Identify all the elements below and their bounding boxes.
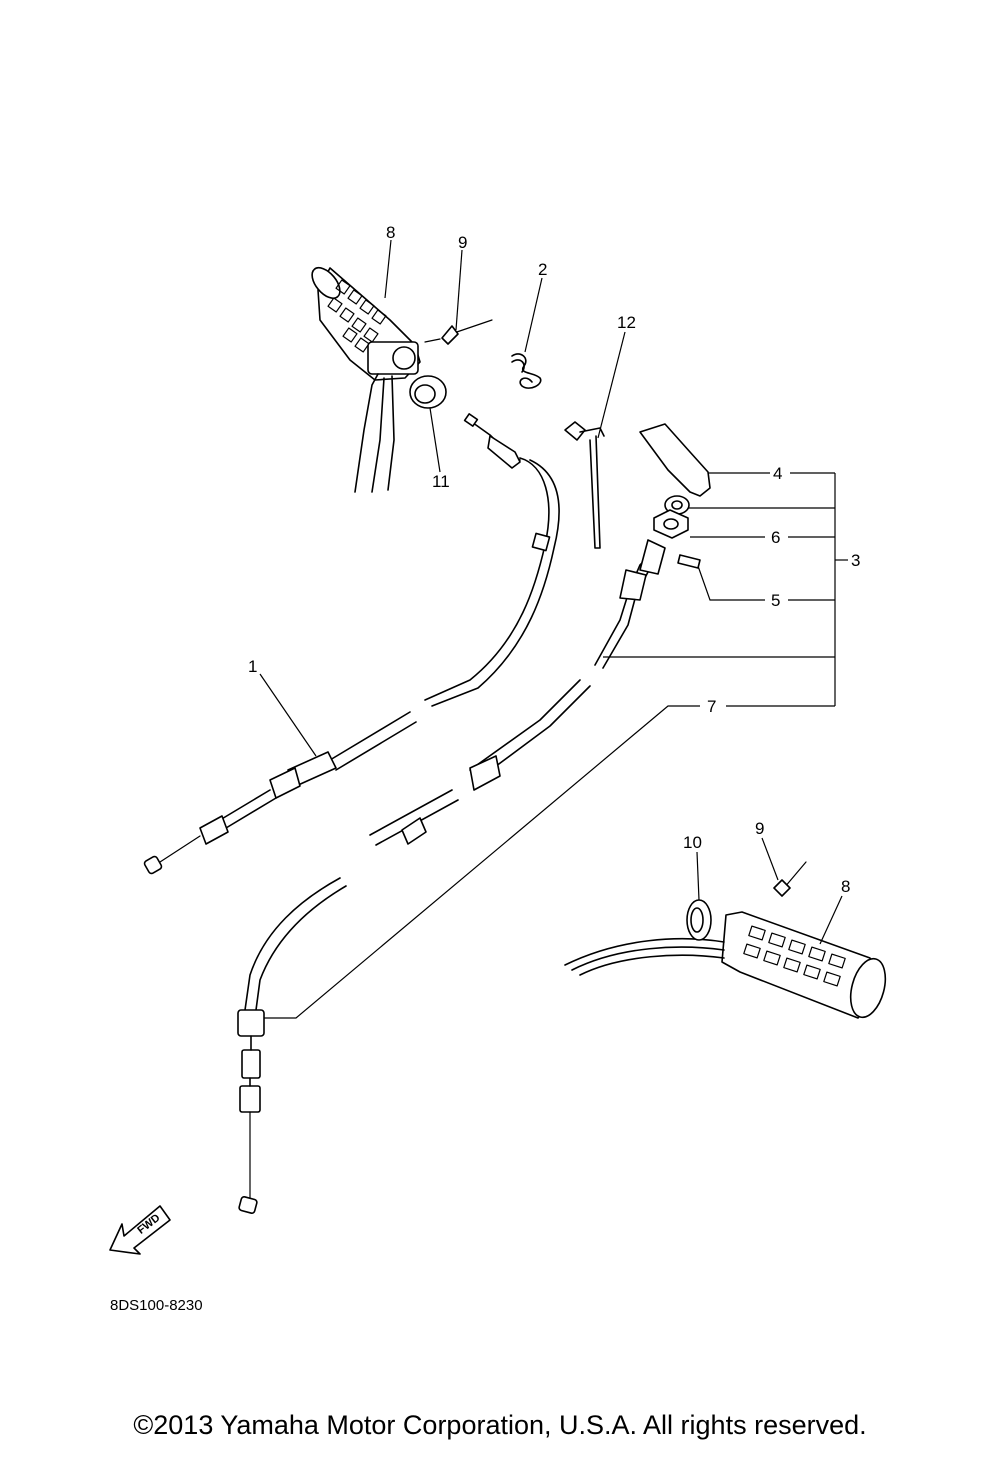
callout-8-lower: 8 — [841, 877, 850, 896]
cable-1 — [143, 413, 560, 875]
throttle-nut-large — [653, 509, 689, 539]
lower-collar — [686, 899, 712, 941]
upper-screw — [424, 319, 493, 345]
left-handlebar-grip — [311, 266, 421, 493]
callout-8-upper: 8 — [386, 223, 395, 242]
copyright-notice: ©2013 Yamaha Motor Corporation, U.S.A. A… — [133, 1410, 867, 1440]
wire-clip — [511, 353, 542, 389]
cable-tie — [564, 421, 605, 549]
right-handlebar-grip — [564, 911, 887, 1019]
callout-2: 2 — [538, 260, 547, 279]
upper-collar — [409, 375, 447, 409]
cable-7 — [237, 539, 666, 1214]
diagram-code: 8DS100-8230 — [110, 1297, 203, 1314]
throttle-pin — [677, 554, 701, 569]
callout-11: 11 — [432, 472, 450, 491]
callout-6: 6 — [771, 528, 780, 547]
callout-9-upper: 9 — [458, 233, 467, 252]
callout-labels: 8 9 2 12 11 4 6 3 5 1 7 10 9 8 — [248, 223, 860, 896]
callout-1: 1 — [248, 657, 257, 676]
callout-10: 10 — [683, 833, 702, 852]
callout-5: 5 — [771, 591, 780, 610]
callout-3: 3 — [851, 551, 860, 570]
callout-4: 4 — [773, 464, 782, 483]
forward-arrow-icon: FWD — [109, 1205, 171, 1255]
lower-screw — [773, 861, 807, 897]
leader-lines — [259, 239, 848, 1019]
callout-9-lower: 9 — [755, 819, 764, 838]
throttle-lever — [639, 423, 711, 497]
callout-7: 7 — [707, 697, 716, 716]
callout-12: 12 — [617, 313, 636, 332]
